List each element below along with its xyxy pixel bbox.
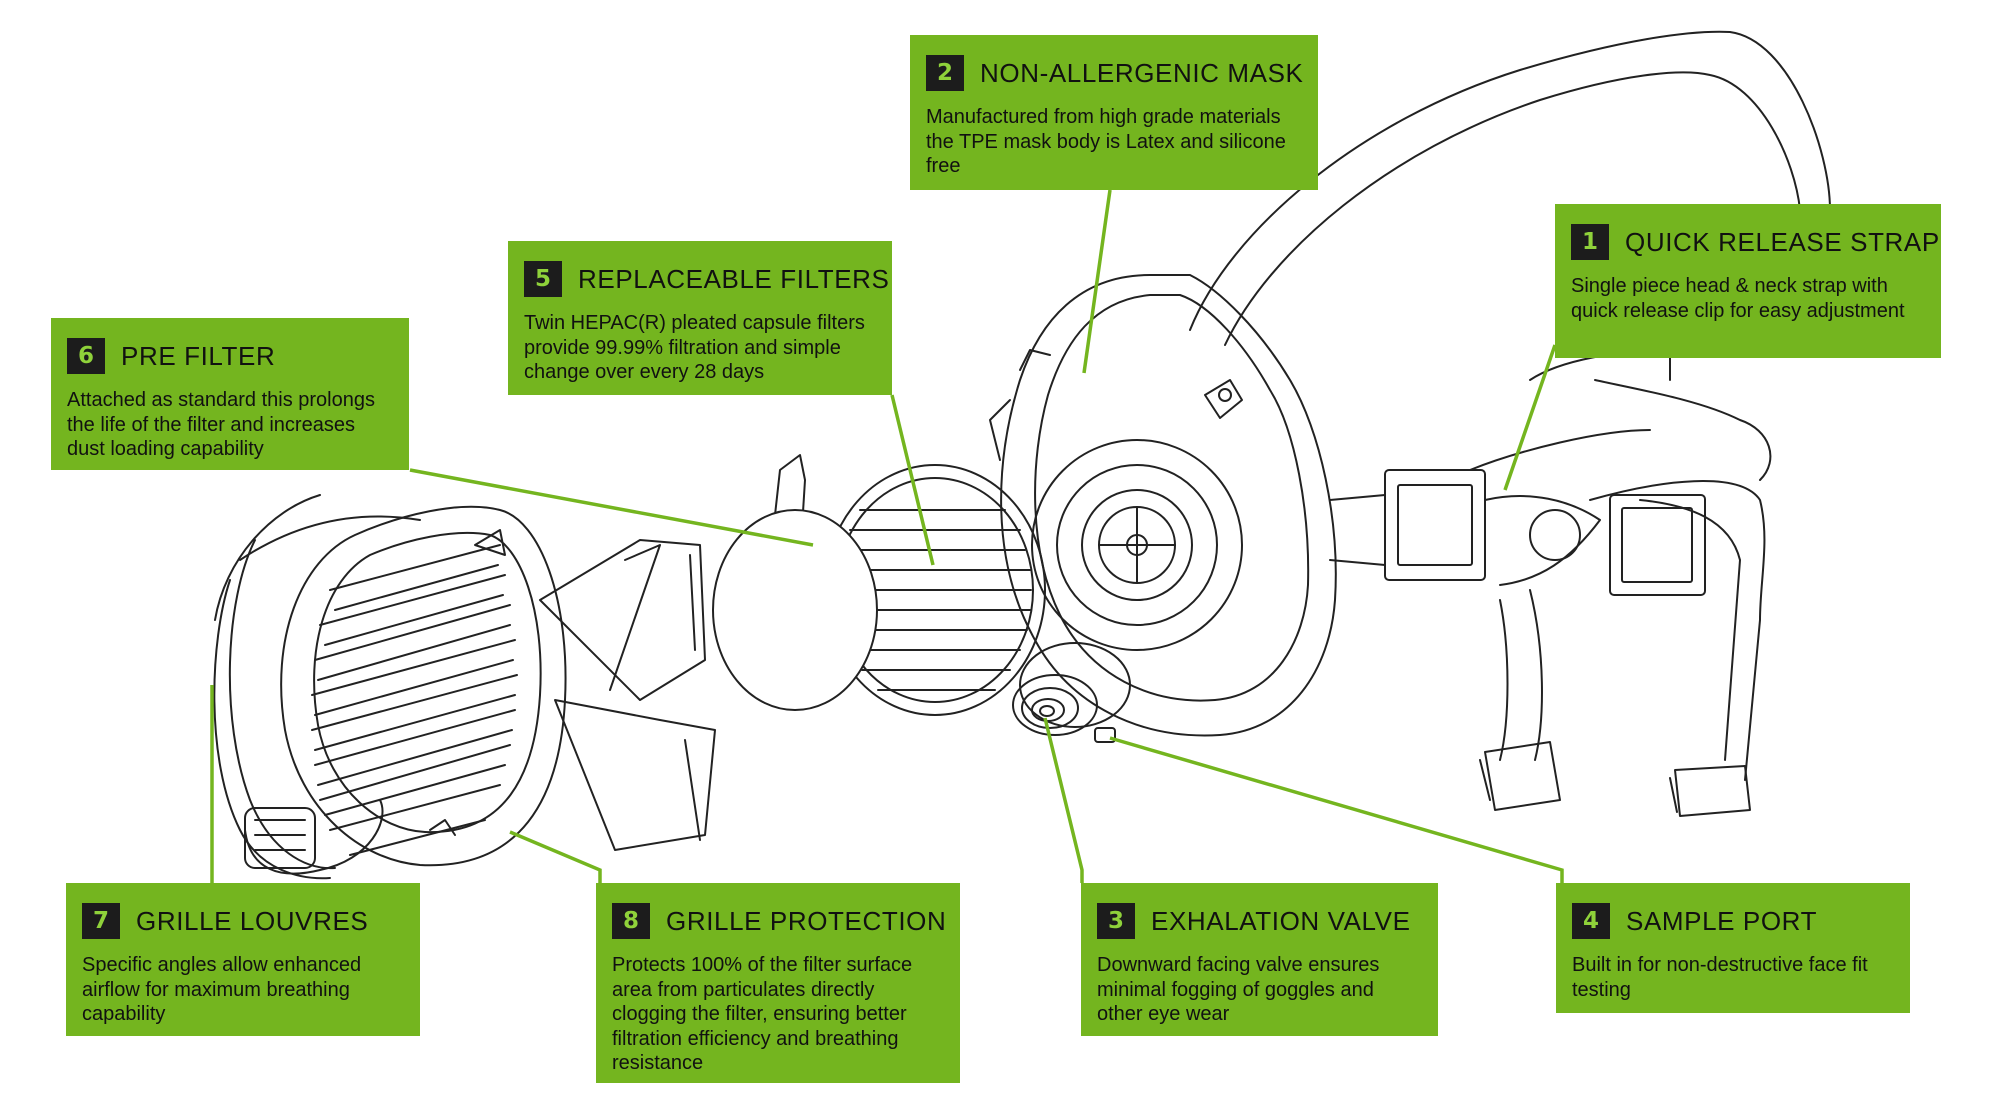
callout-number-badge: 7 <box>82 903 120 939</box>
callout-number-badge: 3 <box>1097 903 1135 939</box>
callout-title: NON-ALLERGENIC MASK <box>980 57 1304 88</box>
strap-tabs <box>1479 741 1751 817</box>
callout-description: Single piece head & neck strap with quic… <box>1571 275 1905 322</box>
leader-lines <box>210 189 1564 883</box>
callout-number-badge: 1 <box>1571 224 1609 260</box>
pre-filter-disc <box>712 509 878 711</box>
leader-line-non-allergenic-mask <box>1082 189 1112 374</box>
callout-description: Specific angles allow enhanced airflow f… <box>82 954 362 1025</box>
callout-title: GRILLE PROTECTION <box>666 905 947 936</box>
callout-exhalation-valve: 3 EXHALATION VALVE Downward facing valve… <box>1081 883 1438 1036</box>
callout-title: PRE FILTER <box>121 340 276 371</box>
callout-title: REPLACEABLE FILTERS <box>578 263 890 294</box>
leader-line-pre-filter <box>409 468 814 547</box>
leader-line-sample-port <box>1109 736 1564 883</box>
callout-pre-filter: 6 PRE FILTER Attached as standard this p… <box>51 318 409 470</box>
callout-number-badge: 5 <box>524 261 562 297</box>
callout-number-badge: 4 <box>1572 903 1610 939</box>
callout-title: SAMPLE PORT <box>1626 905 1818 936</box>
callout-number-badge: 8 <box>612 903 650 939</box>
exhalation-valve <box>1012 642 1131 736</box>
leader-line-exhalation-valve <box>1043 717 1084 883</box>
strap-buckles <box>1329 469 1706 596</box>
head-strap <box>1189 30 1831 781</box>
callout-description: Attached as standard this prolongs the l… <box>67 389 375 460</box>
mask-body <box>989 274 1337 737</box>
callout-quick-release-strap: 1 QUICK RELEASE STRAP Single piece head … <box>1555 204 1941 358</box>
callout-title: EXHALATION VALVE <box>1151 905 1411 936</box>
leader-line-grille-protection <box>509 830 602 883</box>
sample-port <box>1094 727 1116 743</box>
callout-number-badge: 2 <box>926 55 964 91</box>
callout-description: Manufactured from high grade materials t… <box>926 106 1286 177</box>
respirator-drawing <box>213 30 1831 880</box>
filter-grille-housing <box>213 494 716 880</box>
callout-grille-louvres: 7 GRILLE LOUVRES Specific angles allow e… <box>66 883 420 1036</box>
leader-line-replaceable-filters <box>890 394 935 566</box>
callout-description: Protects 100% of the filter surface area… <box>612 954 913 1074</box>
callout-replaceable-filters: 5 REPLACEABLE FILTERS Twin HEPAC(R) plea… <box>508 241 892 395</box>
callout-non-allergenic-mask: 2 NON-ALLERGENIC MASK Manufactured from … <box>910 35 1318 190</box>
callout-description: Twin HEPAC(R) pleated capsule filters pr… <box>524 312 865 383</box>
callout-grille-protection: 8 GRILLE PROTECTION Protects 100% of the… <box>596 883 960 1083</box>
callout-description: Built in for non-destructive face fit te… <box>1572 954 1868 1001</box>
callout-title: GRILLE LOUVRES <box>136 905 369 936</box>
callout-number-badge: 6 <box>67 338 105 374</box>
callout-sample-port: 4 SAMPLE PORT Built in for non-destructi… <box>1556 883 1910 1013</box>
callout-title: QUICK RELEASE STRAP <box>1625 226 1940 257</box>
callout-description: Downward facing valve ensures minimal fo… <box>1097 954 1380 1025</box>
leader-line-quick-release-strap <box>1503 344 1557 491</box>
